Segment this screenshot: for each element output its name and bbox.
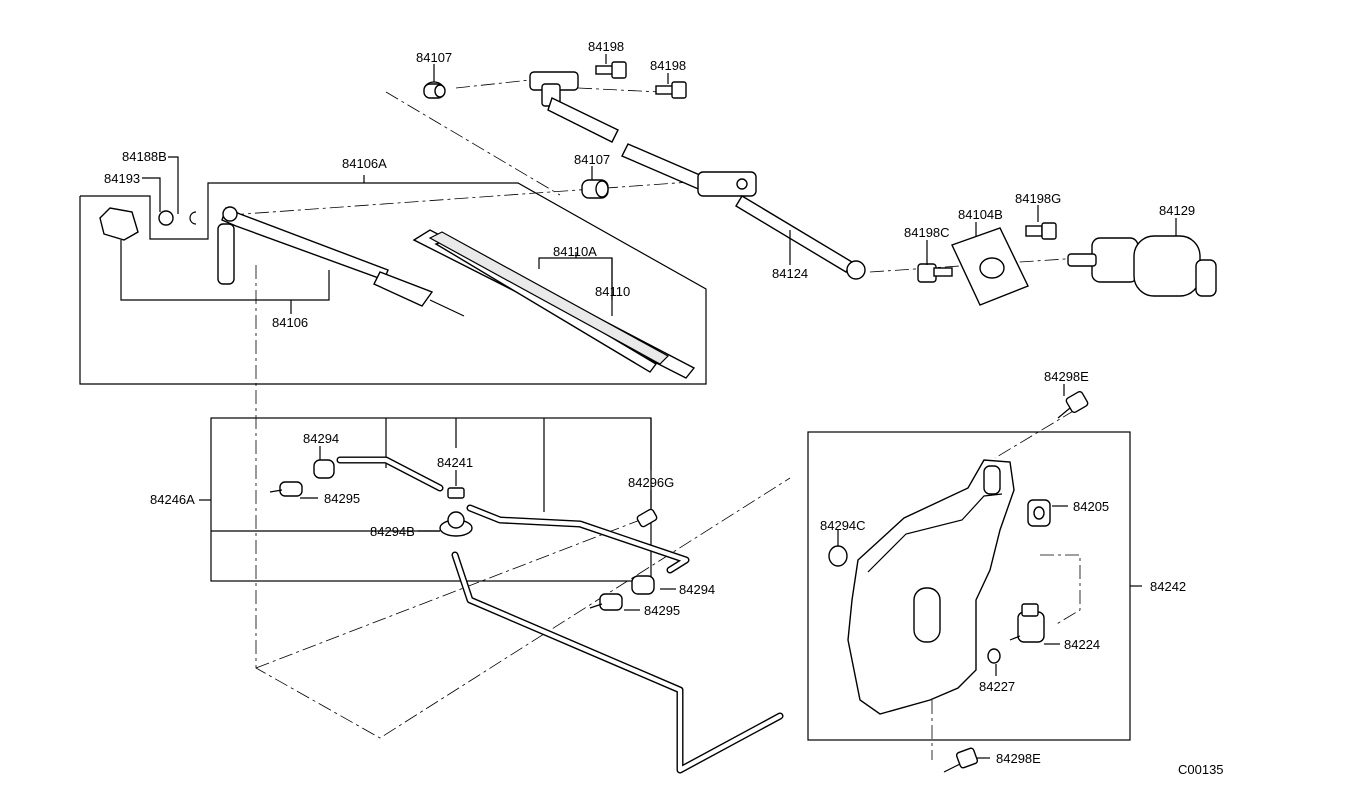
grommet-84294B	[439, 511, 473, 537]
label-84198-top: 84198	[588, 39, 624, 54]
label-84241: 84241	[437, 455, 473, 470]
bolt-84298E-bottom	[943, 747, 979, 773]
diagram-code: C00135	[1178, 762, 1224, 777]
wiper-arm-84106	[217, 206, 465, 317]
wiper-blade-84110	[412, 229, 696, 379]
wiper-arm-group-box	[79, 175, 707, 385]
label-84106: 84106	[272, 315, 308, 330]
label-84107-top: 84107	[416, 50, 452, 65]
label-84110A: 84110A	[553, 244, 597, 259]
label-84295-left: 84295	[324, 491, 360, 506]
label-84294-right: 84294	[679, 582, 715, 597]
label-84106A: 84106A	[342, 156, 387, 171]
assembly-center-lines	[229, 79, 1081, 760]
label-84298E-bottom: 84298E	[996, 751, 1041, 766]
label-84205: 84205	[1073, 499, 1109, 514]
label-84198C: 84198C	[904, 225, 950, 240]
label-84294-left: 84294	[303, 431, 339, 446]
label-84107-mid: 84107	[574, 152, 610, 167]
nozzle-84294-84295-left	[269, 459, 335, 497]
label-84246A: 84246A	[150, 492, 195, 507]
label-84188B: 84188B	[122, 149, 167, 164]
bolt-84298E-top	[1057, 390, 1089, 419]
clip-84205	[1027, 499, 1051, 527]
pump-84224	[1009, 603, 1045, 643]
connector-84241	[447, 487, 465, 499]
label-84295-right: 84295	[644, 603, 680, 618]
label-84294C: 84294C	[820, 518, 866, 533]
label-84198G: 84198G	[1015, 191, 1061, 206]
bolt-84198-a	[595, 61, 627, 79]
label-84298E-top: 84298E	[1044, 369, 1089, 384]
washer-tank-84242	[847, 459, 1015, 715]
label-84110: 84110	[595, 284, 630, 299]
nozzle-84294-84295-right	[589, 575, 655, 611]
grommet-84107-mid	[581, 179, 609, 199]
bolt-84198-b	[655, 81, 687, 99]
label-84296G: 84296G	[628, 475, 674, 490]
arm-cap-84193-84188B	[99, 207, 197, 241]
bolt-84198C	[917, 263, 953, 283]
bracket-84104B	[951, 227, 1029, 306]
label-84104B: 84104B	[958, 207, 1003, 222]
label-84198-right: 84198	[650, 58, 686, 73]
washer-hoses	[336, 456, 784, 774]
hose-group-box	[199, 417, 652, 582]
wiper-motor-84129	[1067, 235, 1217, 297]
label-84294B: 84294B	[370, 524, 415, 539]
valve-84296G	[636, 508, 658, 528]
label-84193: 84193	[104, 171, 140, 186]
wiper-linkage	[529, 71, 866, 280]
grommet-84107-top	[423, 81, 446, 99]
label-84242: 84242	[1150, 579, 1186, 594]
part-number-labels: 84107 84198 84198 84188B 84193 84106A 84…	[104, 39, 1224, 777]
leader-lines	[120, 54, 1177, 759]
bolt-84198G	[1025, 222, 1057, 240]
label-84129: 84129	[1159, 203, 1195, 218]
label-84124: 84124	[772, 266, 808, 281]
label-84227: 84227	[979, 679, 1015, 694]
label-84224: 84224	[1064, 637, 1100, 652]
grommet-84294C	[828, 545, 848, 567]
grommet-84227	[987, 648, 1001, 664]
washer-tank-group-box	[807, 431, 1142, 741]
